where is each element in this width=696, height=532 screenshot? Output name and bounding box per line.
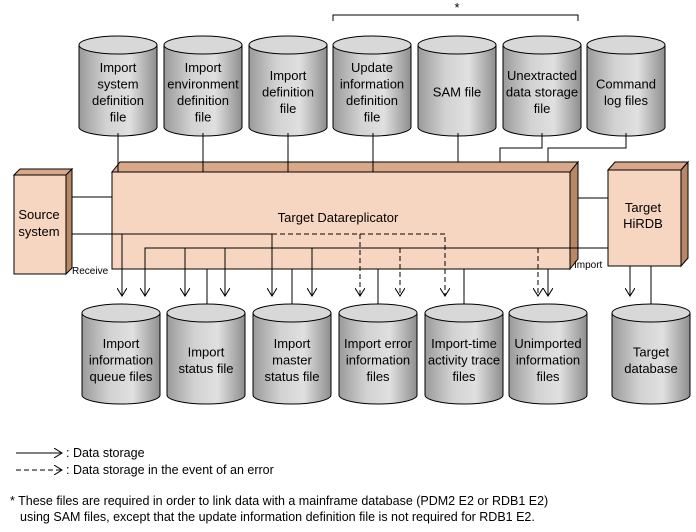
- footnote: * These files are required in order to l…: [10, 493, 548, 525]
- top-file-cylinder-line: Command: [596, 76, 656, 91]
- bottom-file-cylinder-line: status file: [179, 361, 234, 376]
- top-file-cylinder-line: log files: [604, 93, 649, 108]
- asterisk-bracket: *: [332, 0, 579, 21]
- bottom-file-cylinder-line: Import error: [344, 336, 413, 351]
- top-file-cylinder-line: Import: [185, 60, 222, 75]
- top-file-cylinder-line: definition: [92, 93, 144, 108]
- bottom-file-cylinder-line: files: [536, 369, 560, 384]
- legend: [16, 453, 62, 470]
- top-file-cylinder-line: Update: [351, 60, 393, 75]
- top-file-cylinder: SAM file: [417, 35, 497, 137]
- target-database-cylinder: Target database: [611, 303, 691, 405]
- source-system-label-1: Source: [18, 207, 59, 222]
- top-file-cylinder-line: Import: [270, 68, 307, 83]
- legend-dashed-label: : Data storage in the event of an error: [66, 463, 274, 477]
- bottom-file-cylinder-line: Import: [188, 344, 225, 359]
- footnote-line-2: using SAM files, except that the update …: [20, 510, 535, 524]
- bottom-file-cylinder: Import status file: [166, 303, 246, 405]
- bottom-file-cylinder-line: queue files: [90, 369, 153, 384]
- target-hirdb-label-1: Target: [625, 200, 662, 215]
- legend-solid-label: : Data storage: [66, 446, 145, 460]
- source-system-box: Source system: [12, 167, 74, 276]
- asterisk-mark: *: [454, 0, 459, 15]
- top-file-cylinder-line: data storage: [506, 85, 578, 100]
- top-file-cylinder-line: SAM file: [433, 85, 481, 100]
- top-file-cylinder-line: Import: [100, 60, 137, 75]
- target-hirdb-label-2: HiRDB: [623, 216, 663, 231]
- target-hirdb-box: Target HiRDB: [606, 160, 690, 268]
- bottom-file-cylinder-line: activity trace: [428, 353, 500, 368]
- top-file-cylinder-line: definition: [262, 85, 314, 100]
- top-file-cylinder-line: system: [97, 76, 138, 91]
- bottom-file-cylinder-line: Import-time: [431, 336, 497, 351]
- bottom-file-cylinder-line: status file: [265, 369, 320, 384]
- bottom-file-cylinder-line: Import: [274, 336, 311, 351]
- top-file-cylinder-line: environment: [167, 76, 239, 91]
- bottom-file-cylinder-line: files: [366, 369, 390, 384]
- top-file-cylinder-line: file: [110, 109, 127, 124]
- top-file-cylinder: Command log files: [586, 35, 666, 137]
- bottom-file-cylinder-line: information: [516, 353, 580, 368]
- target-datareplicator-label: Target Datareplicator: [278, 210, 399, 225]
- top-file-cylinder-line: file: [195, 109, 212, 124]
- top-file-cylinder-line: file: [534, 101, 551, 116]
- source-system-label-2: system: [18, 224, 59, 239]
- top-file-cylinder-line: Unextracted: [507, 68, 577, 83]
- footnote-line-1: * These files are required in order to l…: [10, 494, 549, 508]
- target-database-cylinder-line: Target: [633, 344, 670, 359]
- target-database-cylinder-line: database: [624, 361, 678, 376]
- top-file-row: ImportsystemdefinitionfileImportenvironm…: [78, 35, 666, 137]
- top-file-cylinder-line: information: [340, 76, 404, 91]
- top-file-cylinder-line: file: [280, 101, 297, 116]
- top-file-cylinder-line: definition: [177, 93, 229, 108]
- bottom-file-cylinder-line: information: [346, 353, 410, 368]
- target-datareplicator-box: Target Datareplicator: [110, 160, 580, 271]
- bottom-file-cylinder-line: Import: [103, 336, 140, 351]
- bottom-file-cylinder-line: Unimported: [514, 336, 581, 351]
- bottom-file-cylinder-line: files: [452, 369, 476, 384]
- connector-lines: [72, 133, 652, 307]
- bottom-file-cylinder-line: information: [89, 353, 153, 368]
- import-label: Import: [574, 260, 603, 271]
- bottom-file-cylinder-line: master: [272, 353, 312, 368]
- error-connector-lines: [272, 233, 538, 296]
- receive-label: Receive: [72, 266, 109, 277]
- top-file-cylinder-line: file: [364, 109, 381, 124]
- top-file-cylinder-line: definition: [346, 93, 398, 108]
